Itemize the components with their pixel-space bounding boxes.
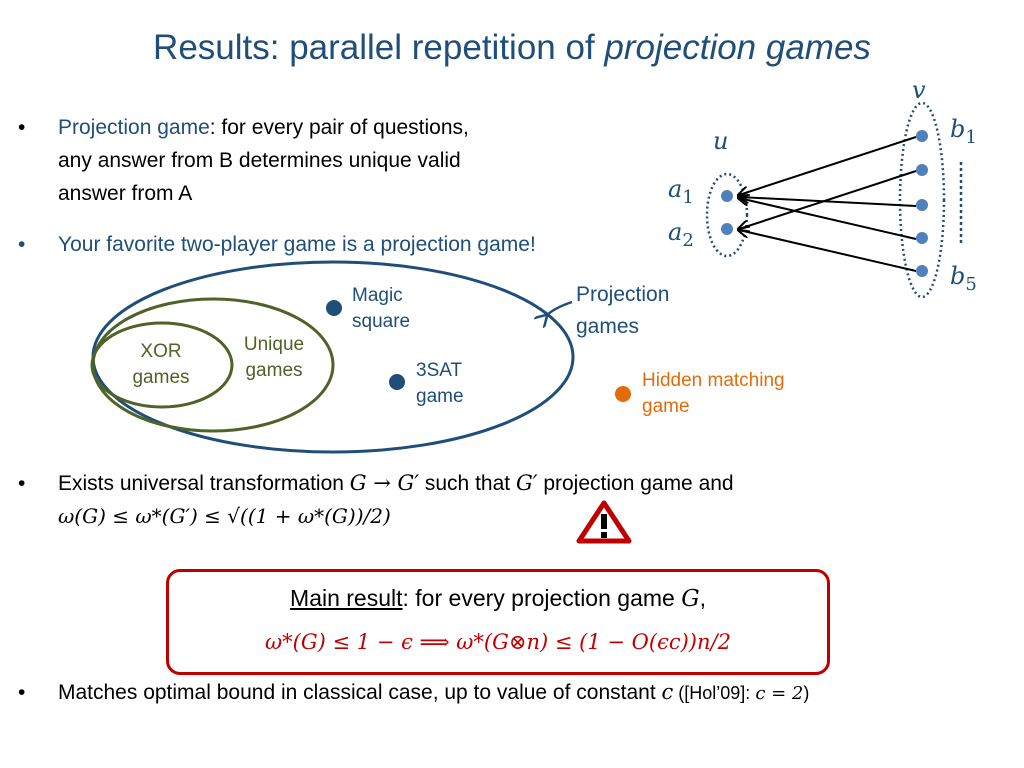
projection-arrow xyxy=(546,300,573,316)
warning-icon xyxy=(576,500,632,544)
u-label: u xyxy=(713,127,729,155)
b3-formula: ω(G) ≤ ω*(G′) ≤ √((1 + ω*(G))/2) xyxy=(58,504,391,528)
edge xyxy=(739,197,917,207)
a2-letter: a xyxy=(668,218,683,246)
xor-line-1: XOR xyxy=(140,341,182,362)
b5-letter: b xyxy=(950,262,966,290)
a1-label: a1 xyxy=(668,175,694,208)
b5-subscript: 5 xyxy=(965,273,977,295)
b3-map: G → G′ xyxy=(349,471,420,495)
b3-suffix: projection game and xyxy=(537,472,734,495)
bullet-dot: • xyxy=(18,681,26,704)
a1-subscript: 1 xyxy=(682,186,694,208)
xor-games-ellipse xyxy=(90,321,234,409)
node-b4 xyxy=(916,232,928,244)
main-result-formula: ω*(G) ≤ 1 − ϵ ⟹ ω*(G⊗n) ≤ (1 − O(ϵc))n/2 xyxy=(265,630,731,654)
b4-close: ) xyxy=(803,683,810,703)
venn-diagram xyxy=(90,260,631,454)
main-result-term: Main result xyxy=(290,585,403,611)
bullet-projection-game: • Projection game: for every pair of que… xyxy=(18,111,469,210)
3sat-label: 3SAT game xyxy=(416,358,464,410)
b4-c-equals: c = 2 xyxy=(755,683,804,704)
3sat-dot xyxy=(389,374,405,390)
unique-line-2: games xyxy=(245,360,303,381)
projection-games-label: Projection games xyxy=(576,279,669,343)
xor-games-label: XOR games xyxy=(126,339,196,391)
title-main: Results: parallel repetition of xyxy=(153,28,605,67)
b1-subscript: 1 xyxy=(965,126,977,148)
xor-line-2: games xyxy=(132,367,190,388)
edge xyxy=(739,230,917,272)
bullet-dot: • xyxy=(18,233,26,256)
hidden-matching-label: Hidden matching game xyxy=(642,368,785,420)
magic-line-1: Magic xyxy=(352,285,403,306)
magic-square-label: Magic square xyxy=(352,283,410,335)
b3-mid: such that xyxy=(419,472,516,495)
node-a1 xyxy=(721,190,733,202)
hidden-line-1: Hidden matching xyxy=(642,370,785,391)
b1-label: b1 xyxy=(950,115,977,148)
a1-letter: a xyxy=(668,175,683,203)
edge xyxy=(739,198,917,240)
bullet-1-line-3: answer from A xyxy=(58,182,193,205)
bullet-dot: • xyxy=(18,472,26,495)
a2-subscript: 2 xyxy=(682,229,694,251)
projection-line-1: Projection xyxy=(576,283,670,306)
u-ellipse xyxy=(705,172,749,258)
bullet-1-line-2: any answer from B determines unique vali… xyxy=(58,149,461,172)
b1-letter: b xyxy=(950,115,966,143)
edge xyxy=(739,136,917,195)
b4-citation: ([Hol’09]: xyxy=(673,683,756,703)
magic-square-dot xyxy=(326,300,342,316)
unique-games-label: Unique games xyxy=(232,332,316,384)
bullet-1-line-1: : for every pair of questions, xyxy=(209,116,469,139)
sat-line-2: game xyxy=(416,386,464,407)
a2-label: a2 xyxy=(668,218,694,251)
bullet-2-text: Your favorite two-player game is a proje… xyxy=(58,233,536,256)
b4-text: Matches optimal bound in classical case,… xyxy=(58,681,662,704)
hidden-matching-dot xyxy=(615,386,631,402)
main-result-comma: , xyxy=(699,585,706,611)
title-emph: projection games xyxy=(604,28,871,67)
b3-prefix: Exists universal transformation xyxy=(58,472,350,495)
bullet-optimal-bound: • Matches optimal bound in classical cas… xyxy=(18,676,810,710)
node-b3 xyxy=(916,199,928,211)
main-result-box xyxy=(166,569,830,675)
unique-line-1: Unique xyxy=(243,334,305,355)
b4-constant: c xyxy=(661,680,674,704)
v-ellipse xyxy=(898,101,946,299)
hidden-line-2: game xyxy=(642,396,690,417)
node-a2 xyxy=(721,223,733,235)
main-result-rest: : for every projection game xyxy=(402,585,682,611)
bullet-dot: • xyxy=(18,116,26,139)
b5-label: b5 xyxy=(950,262,977,295)
v-label: v xyxy=(912,76,926,104)
edge xyxy=(739,170,917,229)
main-result-g: G xyxy=(681,586,700,612)
page-title: Results: parallel repetition of projecti… xyxy=(0,28,1024,68)
node-b2 xyxy=(916,164,928,176)
magic-line-2: square xyxy=(352,311,411,332)
bullet-favorite-game: • Your favorite two-player game is a pro… xyxy=(18,228,536,261)
node-b1 xyxy=(916,130,928,142)
projection-game-term: Projection game xyxy=(58,116,210,139)
main-result-heading: Main result: for every projection game G… xyxy=(166,585,830,612)
sat-line-1: 3SAT xyxy=(416,360,463,381)
node-b5 xyxy=(916,265,928,277)
projection-line-2: games xyxy=(576,315,640,338)
bullet-universal-transformation: • Exists universal transformation G → G′… xyxy=(18,467,734,533)
b3-gprime: G′ xyxy=(515,471,538,495)
bipartite-diagram xyxy=(705,101,963,299)
